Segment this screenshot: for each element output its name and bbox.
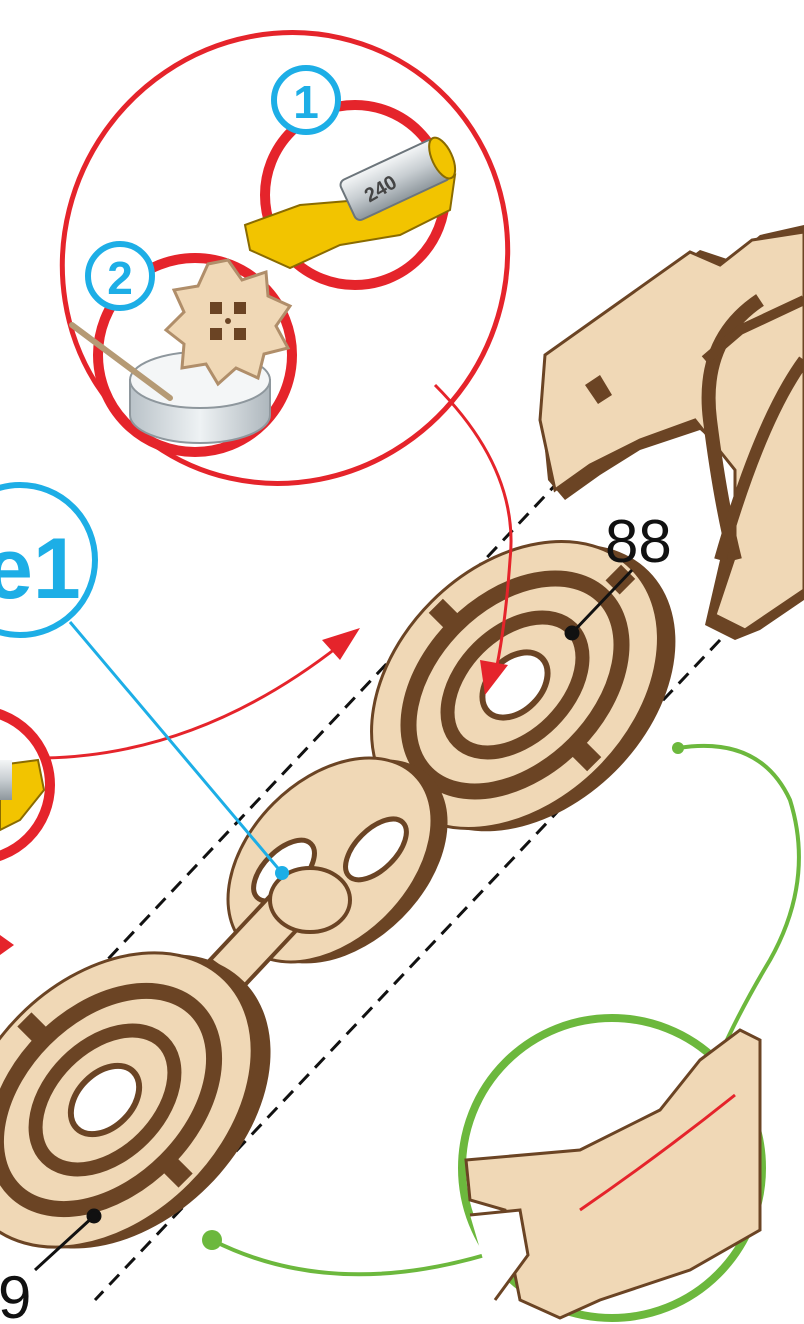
part-leaders <box>33 568 634 1272</box>
toothpick-icon <box>69 322 173 401</box>
part-number-88: 88 <box>605 508 672 575</box>
gear-axle-part <box>205 756 448 995</box>
prep-arrow <box>433 383 513 695</box>
part-number-89: 9 <box>0 1264 31 1324</box>
step-2-badge: 2 <box>107 252 133 304</box>
ring-part-88 <box>370 540 676 832</box>
glue-callout-label: e1 <box>0 521 81 617</box>
wood-grain-detail-icon <box>202 742 801 1322</box>
sandpaper-roll-icon: 240 <box>243 136 457 270</box>
prep-callout: 240 1 2 <box>59 30 511 486</box>
glue-callout: e1 <box>0 482 289 880</box>
gear-part-icon <box>163 258 293 387</box>
step-1-badge: 1 <box>293 76 319 128</box>
part-88-frame <box>538 225 804 640</box>
ring-part-89 <box>0 951 271 1249</box>
sandpaper-callout-partial <box>0 628 360 955</box>
